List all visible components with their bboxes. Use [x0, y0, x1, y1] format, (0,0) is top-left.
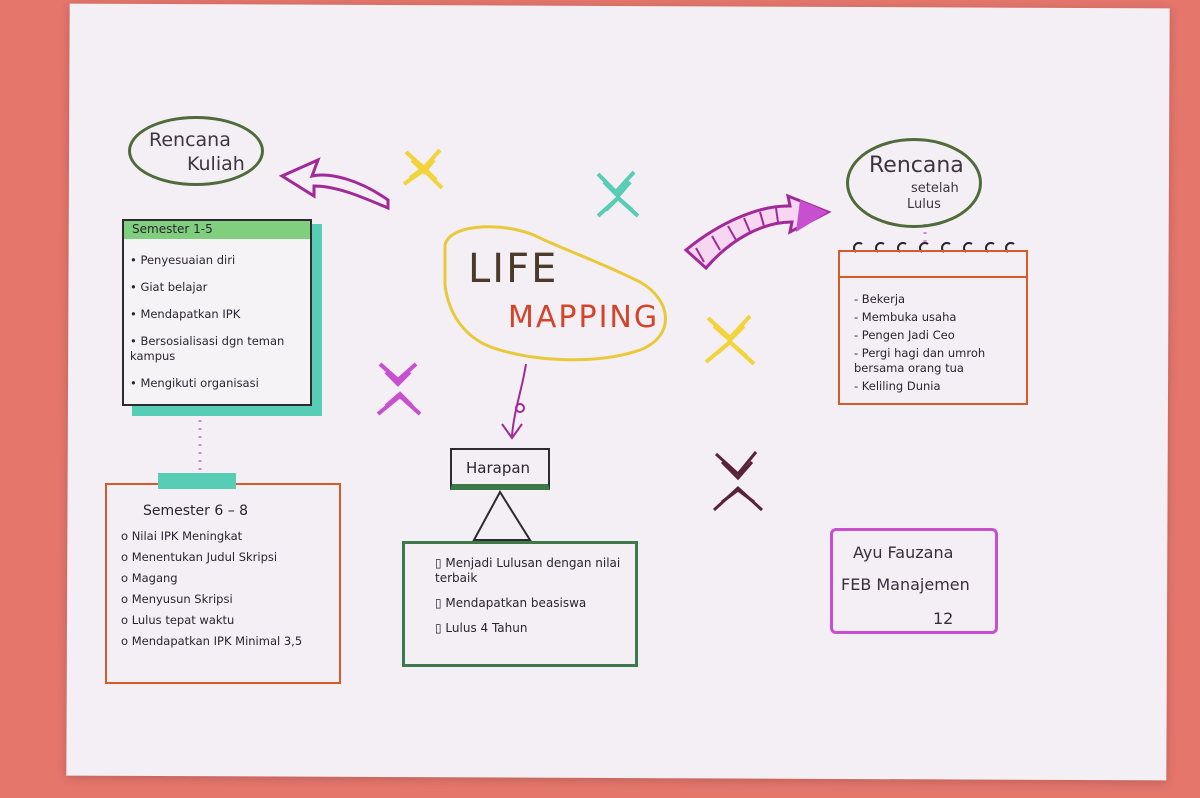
list-item: ▯ Lulus 4 Tahun [435, 621, 528, 635]
rencana-lulus-line3: Lulus [907, 197, 941, 212]
list-item: ▯ Mendapatkan beasiswa [435, 596, 587, 610]
sparkle-dark [712, 451, 764, 512]
harapan-stand [472, 490, 532, 541]
center-title-mapping: MAPPING [508, 300, 660, 335]
list-item: - Pergi hagi dan umroh bersama orang tua [854, 346, 986, 375]
list-item: • Mengikuti organisasi [130, 376, 259, 390]
list-item: - Keliling Dunia [854, 379, 941, 393]
list-item: - Bekerja [854, 292, 906, 306]
arrow-down [501, 363, 527, 440]
list-item: - Membuka usaha [854, 310, 957, 324]
arrow-left-purple [278, 157, 390, 211]
list-item: • Bersosialisasi dgn teman kampus [130, 334, 285, 363]
sparkle-yellow-1 [402, 148, 444, 190]
list-item: o Mendapatkan IPK Minimal 3,5 [121, 634, 303, 648]
rencana-lulus-line2: setelah [911, 181, 959, 196]
name-card: Ayu Fauzana FEB Manajemen 12 [830, 528, 998, 634]
semester-6-8-card: Semester 6 – 8 o Nilai IPK Meningkat o M… [105, 483, 341, 684]
list-item: ▯ Menjadi Lulusan dengan nilai terbaik [435, 556, 621, 585]
list-item: • Penyesuaian diri [130, 253, 236, 267]
sparkle-yellow-2 [704, 314, 756, 366]
list-item: o Menentukan Judul Skripsi [121, 550, 278, 564]
arrow-right-purple [683, 193, 832, 271]
list-item: o Lulus tepat waktu [121, 613, 235, 627]
center-title-life: LIFE [468, 246, 559, 292]
list-item: • Giat belajar [130, 280, 208, 294]
harapan-title: Harapan [466, 459, 531, 477]
semester-6-8-tape [158, 473, 236, 489]
rencana-kuliah-bubble: Rencana Kuliah [128, 116, 264, 186]
list-item: - Pengen Jadi Ceo [854, 328, 955, 342]
harapan-card: ▯ Menjadi Lulusan dengan nilai terbaik ▯… [402, 541, 638, 667]
list-item: o Menyusun Skripsi [121, 592, 233, 606]
semester-1-5-card: Semester 1-5 • Penyesuaian diri • Giat b… [122, 219, 312, 406]
student-program: FEB Manajemen [841, 575, 970, 594]
semester-6-8-title: Semester 6 – 8 [143, 503, 249, 519]
semester-6-8-list: o Nilai IPK Meningkat o Menentukan Judul… [121, 529, 335, 655]
rencana-kuliah-line2: Kuliah [187, 153, 245, 175]
semester-1-5-list: • Penyesuaian diri • Giat belajar • Mend… [130, 253, 306, 403]
rencana-lulus-bubble: Rencana setelah Lulus [846, 138, 982, 228]
rencana-kuliah-line1: Rencana [149, 129, 231, 151]
list-item: • Mendapatkan IPK [130, 307, 241, 321]
rencana-lulus-line1: Rencana [869, 153, 964, 178]
center-blob [443, 225, 667, 362]
setelah-lulus-list: - Bekerja - Membuka usaha - Pengen Jadi … [854, 292, 1022, 397]
list-item: o Nilai IPK Meningkat [121, 529, 243, 543]
dotted-connectors [198, 224, 927, 470]
sparkle-teal [596, 170, 640, 218]
semester-1-5-title: Semester 1-5 [132, 222, 213, 236]
student-name: Ayu Fauzana [853, 543, 954, 562]
harapan-sign: Harapan [450, 448, 550, 490]
setelah-lulus-card: - Bekerja - Membuka usaha - Pengen Jadi … [838, 250, 1028, 405]
harapan-list: ▯ Menjadi Lulusan dengan nilai terbaik ▯… [435, 556, 631, 646]
semester-1-5-highlight [124, 221, 310, 239]
list-item: o Magang [121, 571, 178, 585]
student-number: 12 [933, 609, 954, 628]
calendar-header-line [840, 276, 1026, 278]
sparkle-purple [376, 362, 422, 416]
